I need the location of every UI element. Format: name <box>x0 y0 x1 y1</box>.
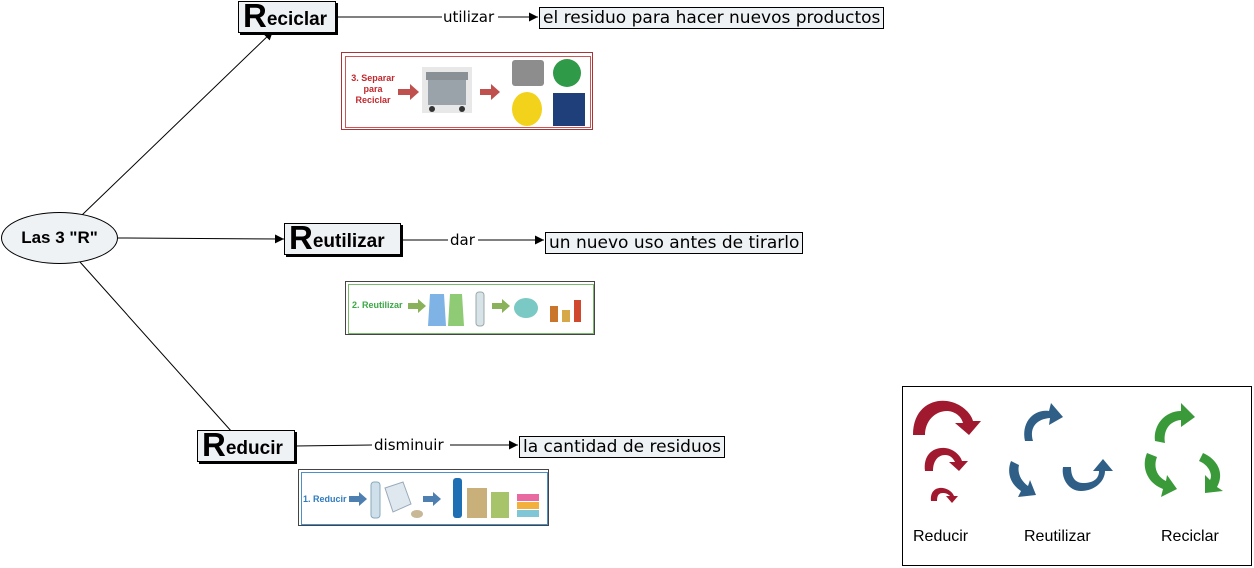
concept-reutilizar-rest: eutilizar <box>312 231 385 252</box>
container-icon <box>517 510 539 517</box>
image-reutilizar: 2. Reutilizar <box>345 281 595 335</box>
concept-reciclar-rest: eciclar <box>266 9 328 30</box>
blue-bin-icon <box>553 93 585 126</box>
line-root-reducir <box>79 261 233 433</box>
concept-reutilizar-initial: R <box>289 219 313 256</box>
bottle-icon <box>370 481 381 519</box>
jar-icon <box>562 310 570 322</box>
legend-label-reciclar: Reciclar <box>1161 528 1219 545</box>
arrow-icon <box>349 492 367 506</box>
container-icon <box>517 502 539 509</box>
reciclar-illustration <box>398 59 585 126</box>
image-inner-border <box>301 472 548 525</box>
line-reducir-disminuir <box>294 444 373 447</box>
concept-reducir-initial: R <box>202 426 226 463</box>
concept-reciclar-initial: R <box>243 0 267 34</box>
root-node[interactable]: Las 3 "R" <box>1 212 118 264</box>
arrow-icon <box>480 84 500 100</box>
bowl-icon <box>514 298 538 318</box>
legend-box: Reducir Reutilizar Reciclar <box>902 386 1252 566</box>
reducir-illustration <box>349 478 539 519</box>
recycle-arrows-icon <box>1144 403 1223 497</box>
crumpled-paper-icon <box>411 510 423 518</box>
green-igloo-icon <box>553 59 581 87</box>
arrow-icon <box>423 492 441 506</box>
legend-label-reducir: Reducir <box>913 528 969 545</box>
reduce-arrows-icon <box>913 400 981 503</box>
plastic-bag-icon <box>448 294 464 326</box>
yellow-bin-icon <box>512 92 542 126</box>
result-reducir[interactable]: la cantidad de residuos <box>519 436 726 458</box>
jar-icon <box>550 306 558 322</box>
arrow-icon <box>398 84 419 100</box>
link-dar: dar <box>449 231 476 249</box>
reusable-bottle-icon <box>453 478 462 518</box>
tote-bag-icon <box>467 488 487 518</box>
image-inner-border <box>345 56 591 128</box>
container-icon <box>422 67 472 113</box>
grey-bin-icon <box>512 60 544 86</box>
legend-icons <box>913 400 1223 503</box>
tote-bag-icon <box>491 492 509 518</box>
step-label-reutilizar: 2. Reutilizar <box>352 300 403 310</box>
link-disminuir: disminuir <box>373 436 445 454</box>
result-reciclar[interactable]: el residuo para hacer nuevos productos <box>539 7 885 29</box>
step-label-reducir: 1. Reducir <box>303 494 347 504</box>
link-utilizar: utilizar <box>442 8 496 26</box>
result-reutilizar[interactable]: un nuevo uso antes de tirarlo <box>545 232 804 254</box>
bottle-icon <box>475 291 485 327</box>
arrow-icon <box>492 299 510 313</box>
plastic-bag-icon <box>428 294 446 326</box>
image-inner-border <box>348 284 594 334</box>
reutilizar-illustration <box>408 291 581 327</box>
container-icon <box>517 494 539 501</box>
concept-reducir-rest: educir <box>225 438 283 459</box>
legend-label-reutilizar: Reutilizar <box>1024 528 1091 545</box>
arrow-icon <box>408 299 426 313</box>
image-reducir: 1. Reducir <box>298 469 549 526</box>
line-root-reutilizar <box>117 234 285 244</box>
line-root-reciclar <box>81 30 274 216</box>
root-label: Las 3 "R" <box>21 228 98 247</box>
reuse-arrows-icon <box>1009 403 1113 497</box>
plastic-bag-icon <box>384 481 412 513</box>
jar-icon <box>574 300 581 322</box>
